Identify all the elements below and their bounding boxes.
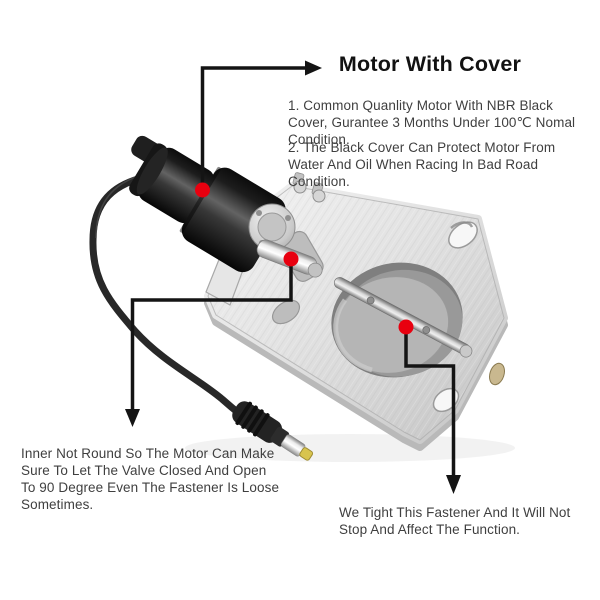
red-dot-shaft — [283, 251, 299, 267]
red-dot-motor — [195, 182, 210, 198]
rod-end-nut — [459, 344, 473, 358]
valve-spindle-rod — [333, 277, 473, 358]
motor-mounting-plate — [248, 203, 296, 251]
rod-rivet — [366, 296, 375, 305]
bolt-hole-top-right — [448, 221, 478, 249]
red-dot-fastener — [398, 319, 414, 335]
plug-brass-tip — [299, 447, 314, 461]
arrowhead-right — [305, 60, 322, 76]
fastener-note: We Tight This Fastener And It Will Not S… — [339, 505, 571, 537]
rod-rivet — [422, 326, 431, 334]
callout-line-motor — [200, 66, 306, 189]
callout-lines — [125, 60, 461, 494]
callout-line-fastener — [404, 327, 456, 477]
callout-line-inner — [130, 259, 293, 411]
plate-screw — [285, 215, 291, 221]
motor-note-2: 2. The Black Cover Can Protect Motor Fro… — [288, 140, 556, 189]
annotation-title: Motor With Cover — [338, 52, 522, 76]
flange-hex-bolts — [292, 172, 326, 203]
arrowhead-down — [446, 475, 461, 494]
brass-insert — [489, 362, 505, 386]
inner-not-round-note: Inner Not Round So The Motor Can Make Su… — [21, 446, 280, 512]
plate-screw — [256, 210, 262, 216]
oval-hole-left — [271, 299, 301, 325]
valve-plate-shine — [333, 298, 373, 373]
motor-note-1: 1. Common Quanlity Motor With NBR Black … — [288, 98, 576, 147]
arrowhead-down — [125, 409, 140, 427]
cable-plug — [232, 401, 314, 461]
red-dot-markers — [195, 182, 414, 335]
